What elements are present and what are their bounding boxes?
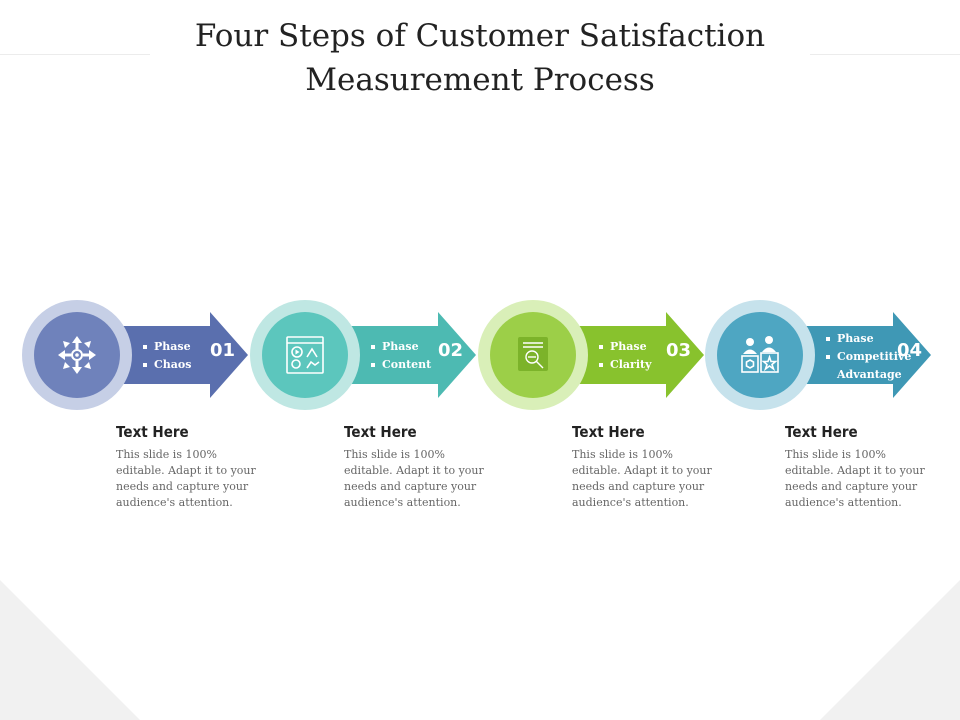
step-3-arrow [566,312,704,398]
step-4-disc [717,312,803,398]
step-2-description: This slide is 100% editable. Adapt it to… [344,448,484,509]
step-3-ring [478,300,588,410]
step-2-ring [250,300,360,410]
background-corner-left [0,580,140,720]
step-3-disc [490,312,576,398]
document-search-icon [518,337,548,371]
step-3-phase-list: Phase Clarity [598,338,652,374]
step-3-phase-item: Phase [598,338,652,356]
step-1-description: This slide is 100% editable. Adapt it to… [116,448,256,509]
step-2-arrow [338,312,476,398]
step-1: Phase Chaos 01 Text Here This slide is 1… [22,300,256,515]
title-line-2: Measurement Process [305,62,655,98]
page-title: Four Steps of Customer Satisfaction Meas… [0,14,960,102]
step-2-phase-item: Content [370,356,431,374]
step-1-ring [22,300,132,410]
step-3-heading: Text Here [572,423,645,441]
title-rule-right [810,54,960,55]
step-4: Phase Competitive Advantage 04 Text Here… [705,300,935,515]
step-2-arrow-shape [338,312,476,398]
arrows-cross-icon [58,336,96,374]
step-2-number: 02 [438,340,464,361]
step-4-phase-item: Competitive Advantage [825,348,913,384]
step-4-arrow-shape [793,312,931,398]
step-1-arrow-shape [110,312,248,398]
step-2-heading: Text Here [344,423,417,441]
title-line-1: Four Steps of Customer Satisfaction [194,18,766,54]
step-2-phase-item: Phase [370,338,431,356]
step-4-phase-list: Phase Competitive Advantage [825,330,913,384]
step-4-phase-item: Phase [825,330,913,348]
step-4-heading: Text Here [785,423,858,441]
content-media-icon [286,336,324,374]
step-4-ring [705,300,815,410]
title-rule-left [0,54,150,55]
step-4-arrow [793,312,931,398]
step-2-phase-list: Phase Content [370,338,431,374]
step-1-phase-list: Phase Chaos [142,338,191,374]
step-1-number: 01 [210,340,236,361]
step-3: Phase Clarity 03 Text Here This slide is… [478,300,712,515]
step-2-disc [262,312,348,398]
people-boxes-icon [741,336,779,373]
step-3-arrow-shape [566,312,704,398]
step-1-phase-item: Chaos [142,356,191,374]
step-3-number: 03 [666,340,692,361]
step-3-description: This slide is 100% editable. Adapt it to… [572,448,712,509]
step-1-arrow [110,312,248,398]
background-corner-right [820,580,960,720]
step-4-description: This slide is 100% editable. Adapt it to… [785,448,925,509]
step-4-number: 04 [897,340,923,361]
step-1-disc [34,312,120,398]
step-1-heading: Text Here [116,423,189,441]
step-3-phase-item: Clarity [598,356,652,374]
step-1-phase-item: Phase [142,338,191,356]
step-2: Phase Content 02 Text Here This slide is… [250,300,484,515]
